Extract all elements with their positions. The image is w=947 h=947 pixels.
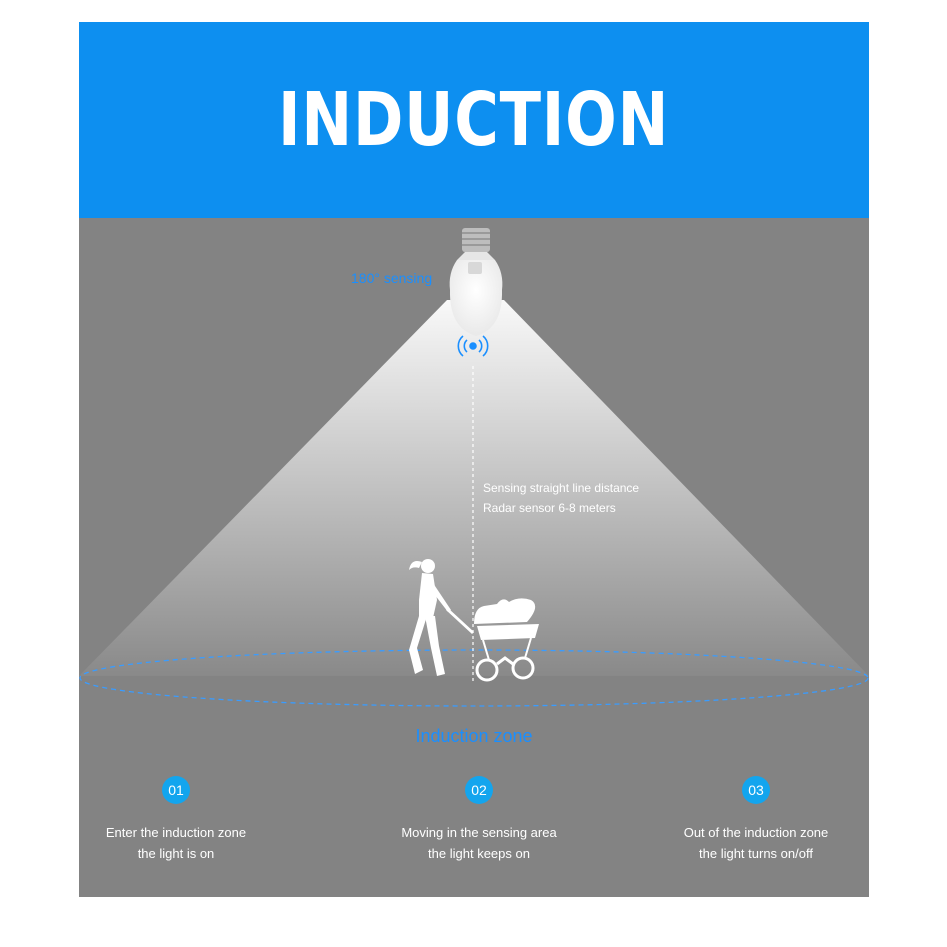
distance-line-1: Sensing straight line distance [483,481,640,495]
step-2: 02 Moving in the sensing area the light … [369,776,589,864]
radar-signal-icon [457,335,489,357]
induction-zone-label: Induction zone [415,726,533,746]
sensing-angle-label: 180° sensing [351,270,433,286]
step-number-badge: 01 [162,776,190,804]
light-bulb-icon [449,228,503,336]
step-number-badge: 03 [742,776,770,804]
diagram-graphic [79,228,869,707]
distance-info: Sensing straight line distance Radar sen… [483,478,639,518]
light-beam [79,300,869,676]
step-text-line: the light keeps on [428,846,530,861]
induction-zone-ellipse [79,649,869,707]
woman-with-stroller-icon [409,559,539,682]
step-description: Out of the induction zone the light turn… [646,822,866,864]
step-text-line: Moving in the sensing area [401,825,557,840]
step-text-line: the light is on [137,846,215,861]
step-text-line: Enter the induction zone [105,825,247,840]
step-description: Enter the induction zone the light is on [79,822,286,864]
step-text-line: the light turns on/off [699,846,813,861]
step-description: Moving in the sensing area the light kee… [369,822,589,864]
step-1: 01 Enter the induction zone the light is… [79,776,286,864]
distance-line-2: Radar sensor 6-8 meters [483,501,616,515]
step-3: 03 Out of the induction zone the light t… [646,776,866,864]
step-number-badge: 02 [465,776,493,804]
page-title: INDUCTION [278,77,670,163]
header-banner: INDUCTION [79,22,869,218]
step-text-line: Out of the induction zone [683,825,829,840]
induction-diagram: 180° sensing Sensing straight line dista… [79,218,869,897]
